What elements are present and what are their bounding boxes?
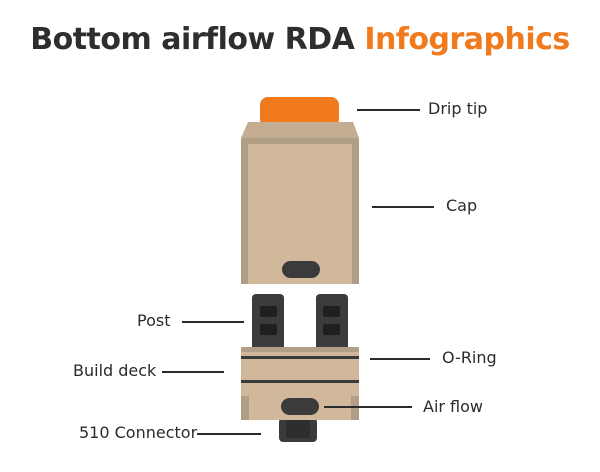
airflow-hole	[281, 398, 319, 415]
post-left	[252, 294, 284, 352]
cap	[241, 122, 359, 284]
cap-leader	[372, 206, 434, 208]
page-title: Bottom airflow RDA Infographics	[0, 22, 600, 57]
build-deck	[241, 347, 359, 420]
drip-tip-label: Drip tip	[428, 99, 488, 118]
o-ring-leader	[370, 358, 430, 360]
drip-tip	[260, 97, 339, 127]
post-label: Post	[137, 311, 171, 330]
cap-label: Cap	[446, 196, 478, 215]
drip-tip-leader	[357, 109, 420, 111]
post-right	[316, 294, 348, 352]
connector-leader	[197, 433, 261, 435]
build-deck-leader	[162, 371, 224, 373]
air-flow-leader	[324, 406, 412, 408]
title-main: Bottom airflow RDA	[30, 22, 355, 57]
air-flow-label: Air flow	[423, 397, 484, 416]
post-leader	[182, 321, 244, 323]
o-ring-top	[241, 356, 359, 359]
connector-label: 510 Connector	[79, 423, 198, 442]
build-deck-label: Build deck	[73, 361, 157, 380]
o-ring-label: O-Ring	[442, 348, 497, 367]
title-accent: Infographics	[364, 22, 570, 57]
o-ring-bottom	[241, 380, 359, 383]
cap-slot	[282, 261, 320, 278]
